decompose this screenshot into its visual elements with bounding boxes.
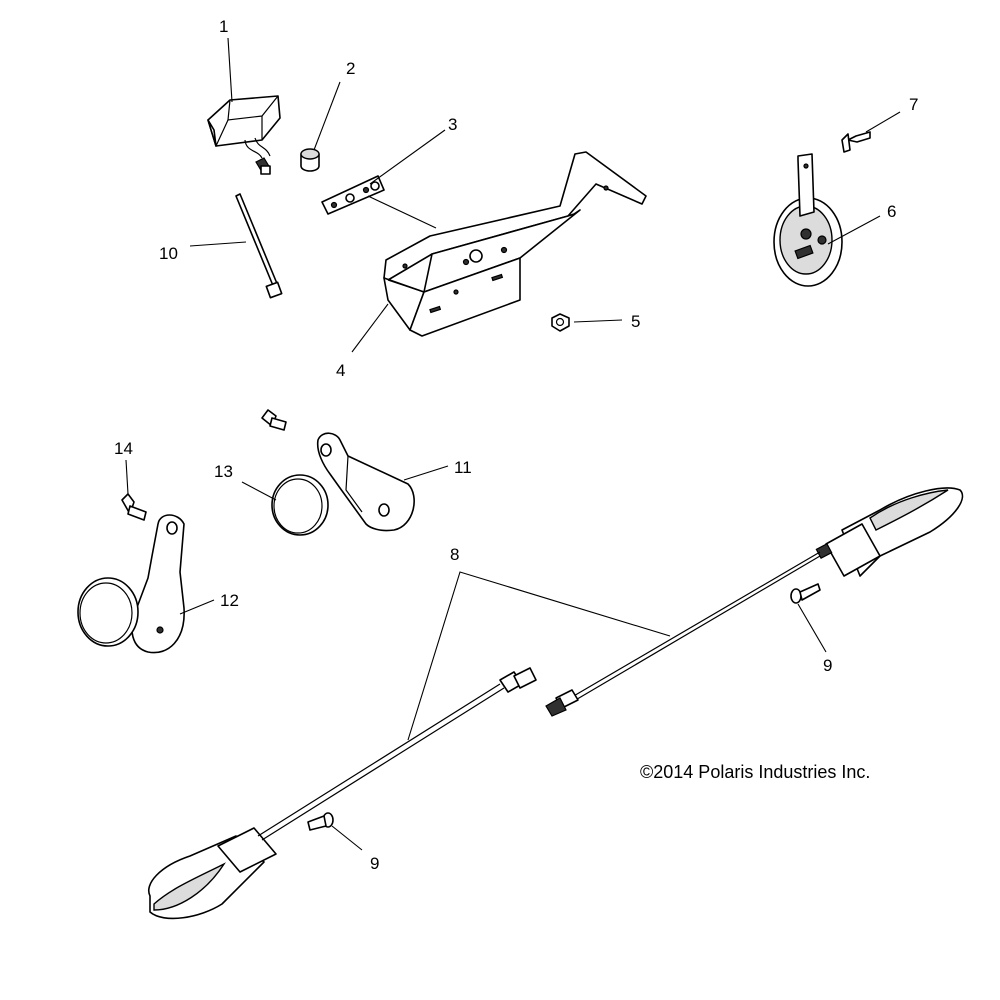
cable-tie-part-10[interactable] [235,193,283,299]
callout-8: 8 [450,545,459,564]
screw-part-9-right[interactable] [790,583,821,604]
callout-7: 7 [909,95,918,114]
copyright-notice: ©2014 Polaris Industries Inc. [640,762,871,782]
screw-near-part-11[interactable] [261,409,287,431]
callout-5: 5 [631,312,640,331]
license-light-part-1[interactable] [207,95,281,175]
callout-2: 2 [346,59,355,78]
reflector-bracket-part-12[interactable] [77,514,185,654]
leader-lines [125,37,901,851]
callout-11: 11 [454,458,472,477]
callout-12: 12 [220,591,239,610]
callout-labels: 1 2 3 4 5 6 7 8 9 9 10 11 12 13 14 [114,17,918,873]
screw-part-9-left[interactable] [307,812,334,831]
callout-1: 1 [219,17,228,36]
callout-3: 3 [448,115,457,134]
reflector-bracket-part-11[interactable] [316,432,415,532]
callout-9-right: 9 [823,656,832,675]
callout-10: 10 [159,244,178,263]
spacer-part-2[interactable] [300,148,320,172]
callout-14: 14 [114,439,133,458]
callout-4: 4 [336,361,345,380]
callout-13: 13 [214,462,233,481]
turn-signal-right-part-8[interactable] [545,487,964,717]
turn-signal-left-part-8[interactable] [148,667,537,920]
reflector-part-13[interactable] [271,474,329,536]
callout-6: 6 [887,202,896,221]
callout-9-left: 9 [370,854,379,873]
horn-part-6[interactable] [773,153,843,287]
nut-part-5[interactable] [551,313,570,332]
bracket-part-4[interactable] [383,151,647,337]
plate-part-3[interactable] [321,175,385,215]
screw-part-14[interactable] [121,493,147,521]
screw-part-7[interactable] [841,131,871,153]
